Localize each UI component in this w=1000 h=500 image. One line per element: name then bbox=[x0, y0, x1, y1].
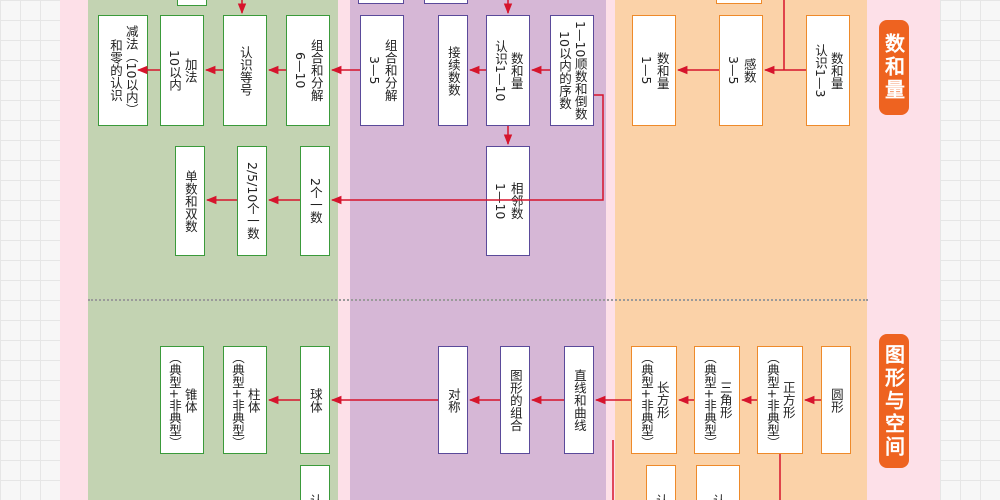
perceive-3-5-line-2: 3—5 bbox=[726, 56, 741, 85]
triangle-box: 三角形 （典型+非典型） bbox=[694, 346, 740, 454]
combination-line-1: 图形的组合 bbox=[507, 368, 523, 432]
count-two-box: 2个一数 bbox=[300, 146, 330, 256]
order-1-10-line-1: 1—10顺数和倒数 bbox=[572, 21, 588, 120]
compose-6-10-line-1: 组合和分解 bbox=[308, 39, 324, 102]
square-line-1: 正方形 bbox=[780, 381, 796, 419]
square-box: 正方形 （典型+非典型） bbox=[757, 346, 803, 454]
equal-sign-line-1: 认识等号 bbox=[237, 45, 253, 96]
consecutive-line-1: 接续数数 bbox=[445, 45, 461, 96]
section-divider bbox=[88, 299, 868, 301]
subtraction-box: 减法（10以内） 和零的认识 bbox=[98, 15, 148, 126]
equal-sign-box: 认识等号 bbox=[223, 15, 267, 126]
quantity-1-10-box: 数和量 认识1—10 bbox=[486, 15, 530, 126]
quantity-1-3-box: 数和量 认识1—3 bbox=[806, 15, 850, 126]
rectangle-line-2: （典型+非典型） bbox=[639, 351, 654, 449]
top-cut-box-4 bbox=[716, 0, 762, 4]
number-quantity-badge: 数和量 bbox=[879, 20, 909, 115]
addition-line-2: 10以内 bbox=[167, 50, 182, 91]
top-cut-box-1 bbox=[177, 0, 207, 6]
cone-box: 锥体 （典型+非典型） bbox=[160, 346, 204, 454]
subtraction-line-2: 和零的认识 bbox=[108, 39, 123, 102]
adjacent-line-1: 相邻数 bbox=[508, 182, 524, 220]
top-cut-box-3 bbox=[424, 0, 468, 4]
number-quantity-badge-label: 数和量 bbox=[881, 33, 906, 102]
symmetry-box: 对称 bbox=[438, 346, 468, 454]
compose-3-5-line-1: 组合和分解 bbox=[382, 39, 398, 102]
sphere-line-1: 球体 bbox=[307, 387, 323, 413]
bottom-cut-label-3: 认 bbox=[711, 494, 726, 500]
cone-line-1: 锥体 bbox=[182, 387, 198, 413]
cone-line-2: （典型+非典型） bbox=[167, 351, 182, 449]
triangle-line-2: （典型+非典型） bbox=[702, 351, 717, 449]
addition-box: 加法 10以内 bbox=[160, 15, 204, 126]
subtraction-line-1: 减法（10以内） bbox=[123, 25, 139, 116]
circle-line-1: 圆形 bbox=[828, 387, 844, 413]
square-line-2: （典型+非典型） bbox=[765, 351, 780, 449]
quantity-1-10-line-1: 数和量 bbox=[508, 51, 524, 90]
odd-even-box: 单数和双数 bbox=[175, 146, 205, 256]
quantity-1-10-line-2: 认识1—10 bbox=[493, 39, 508, 102]
shape-space-badge-label: 图形与空间 bbox=[881, 343, 906, 459]
prism-line-2: （典型+非典型） bbox=[230, 351, 245, 449]
adjacent-box: 相邻数 1—10 bbox=[486, 146, 530, 256]
adjacent-line-2: 1—10 bbox=[493, 182, 508, 220]
bottom-cut-label-1: 认 bbox=[308, 494, 323, 500]
quantity-1-3-line-2: 认识1—3 bbox=[813, 43, 828, 98]
odd-even-line-1: 单数和双数 bbox=[182, 169, 198, 233]
rectangle-line-1: 长方形 bbox=[654, 381, 670, 419]
perceive-3-5-line-1: 感数 bbox=[741, 58, 757, 83]
quantity-1-3-line-1: 数和量 bbox=[828, 51, 844, 90]
count-two-line-1: 2个一数 bbox=[307, 178, 323, 224]
perceive-3-5-box: 感数 3—5 bbox=[719, 15, 763, 126]
consecutive-count-box: 接续数数 bbox=[438, 15, 468, 126]
sphere-box: 球体 bbox=[300, 346, 330, 454]
count-by-box: 2/5/10个一数 bbox=[237, 146, 267, 256]
bottom-cut-box-2: 认 bbox=[646, 465, 676, 500]
rectangle-box: 长方形 （典型+非典型） bbox=[631, 346, 677, 454]
quantity-1-5-line-1: 数和量 bbox=[654, 51, 670, 90]
order-1-10-box: 1—10顺数和倒数 10以内的序数 bbox=[550, 15, 594, 126]
compose-6-10-box: 组合和分解 6—10 bbox=[286, 15, 330, 126]
prism-box: 柱体 （典型+非典型） bbox=[223, 346, 267, 454]
symmetry-line-1: 对称 bbox=[445, 387, 461, 413]
triangle-line-1: 三角形 bbox=[717, 381, 733, 419]
shape-combination-box: 图形的组合 bbox=[500, 346, 530, 454]
order-1-10-line-2: 10以内的序数 bbox=[557, 31, 572, 110]
shape-space-badge: 图形与空间 bbox=[879, 334, 909, 468]
compose-6-10-line-2: 6—10 bbox=[293, 52, 308, 89]
straight-curved-lines-box: 直线和曲线 bbox=[564, 346, 594, 454]
circle-box: 圆形 bbox=[821, 346, 851, 454]
lines-line-1: 直线和曲线 bbox=[571, 368, 587, 432]
top-cut-box-2 bbox=[358, 0, 404, 4]
compose-3-5-box: 组合和分解 3—5 bbox=[360, 15, 404, 126]
addition-line-1: 加法 bbox=[182, 58, 198, 83]
quantity-1-5-line-2: 1—5 bbox=[639, 56, 654, 85]
quantity-1-5-box: 数和量 1—5 bbox=[632, 15, 676, 126]
prism-line-1: 柱体 bbox=[245, 387, 261, 413]
bottom-cut-box-3: 认 bbox=[696, 465, 740, 500]
bottom-cut-label-2: 认 bbox=[654, 494, 669, 500]
compose-3-5-line-2: 3—5 bbox=[367, 56, 382, 85]
bottom-cut-box-1: 认 bbox=[300, 465, 330, 500]
count-by-line-1: 2/5/10个一数 bbox=[244, 162, 260, 240]
